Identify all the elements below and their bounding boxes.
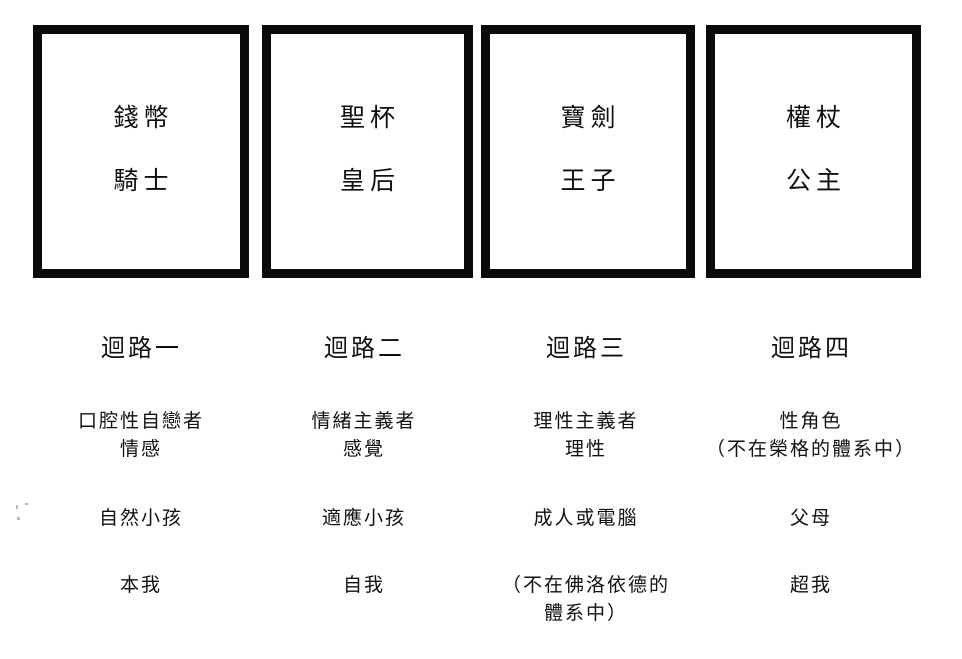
attribute-line-1: 自我 [342, 574, 385, 596]
circuit-attribute-row-3: 父母 [685, 505, 935, 533]
circuit-title: 迴路二 [324, 334, 405, 362]
circuit-attribute-row-2: 口腔性自戀者 情感 [15, 408, 265, 463]
circuit-attribute-row-4: （不在佛洛依德的 體系中） [460, 572, 710, 627]
card-rank-label: 皇后 [339, 165, 400, 195]
tarot-card-4[interactable]: 權杖 公主 [706, 25, 921, 278]
card-suit-label: 錢幣 [113, 102, 174, 132]
attribute-line-1: 口腔性自戀者 [77, 410, 204, 432]
tarot-card-row: 錢幣 騎士 聖杯 皇后 寶劍 王子 權杖 公主 [0, 0, 962, 300]
attribute-line-1: （不在佛洛依德的 [501, 574, 670, 596]
attribute-line-1: 性角色 [779, 410, 843, 432]
scan-speck [16, 505, 18, 509]
circuit-attribute-row-3: 自然小孩 [15, 505, 265, 533]
tarot-card-1[interactable]: 錢幣 騎士 [33, 25, 249, 278]
circuit-title: 迴路一 [101, 334, 182, 362]
circuit-attribute-row-4: 超我 [685, 572, 935, 600]
circuit-attribute-row-3: 適應小孩 [238, 505, 488, 533]
attribute-line-1: 情緒主義者 [311, 410, 417, 432]
card-suit-label: 聖杯 [339, 102, 400, 132]
attribute-line-2: 理性 [564, 437, 607, 460]
attribute-line-1: 父母 [789, 507, 832, 529]
circuit-attribute-row-4: 自我 [238, 572, 488, 600]
circuit-attribute-row-4: 本我 [15, 572, 265, 600]
circuit-attribute-row-3: 成人或電腦 [460, 505, 710, 533]
attribute-line-2: （不在榮格的體系中） [705, 437, 916, 460]
circuit-attribute-row-2: 理性主義者 理性 [460, 408, 710, 463]
card-suit-label: 權杖 [785, 102, 846, 132]
circuit-attribute-row-2: 情緒主義者 感覺 [238, 408, 488, 463]
tarot-card-3[interactable]: 寶劍 王子 [481, 25, 695, 278]
attribute-line-2: 體系中） [543, 601, 628, 624]
circuit-title: 迴路三 [546, 334, 627, 362]
circuit-attribute-row-2: 性角色 （不在榮格的體系中） [685, 408, 935, 463]
attribute-line-1: 理性主義者 [533, 410, 639, 432]
card-rank-label: 王子 [560, 165, 621, 195]
attribute-line-1: 適應小孩 [321, 507, 406, 529]
attribute-line-2: 情感 [119, 437, 162, 460]
attribute-line-2: 感覺 [342, 437, 385, 460]
attribute-line-1: 本我 [119, 574, 162, 596]
circuit-title: 迴路四 [771, 334, 852, 362]
attribute-line-1: 自然小孩 [98, 507, 183, 529]
card-rank-label: 騎士 [113, 165, 174, 195]
tarot-card-2[interactable]: 聖杯 皇后 [262, 25, 473, 278]
attribute-line-1: 超我 [789, 574, 832, 596]
card-rank-label: 公主 [785, 165, 846, 195]
scan-speck [25, 503, 28, 505]
attribute-line-1: 成人或電腦 [533, 507, 639, 529]
scan-speck [17, 517, 20, 520]
card-suit-label: 寶劍 [560, 102, 621, 132]
